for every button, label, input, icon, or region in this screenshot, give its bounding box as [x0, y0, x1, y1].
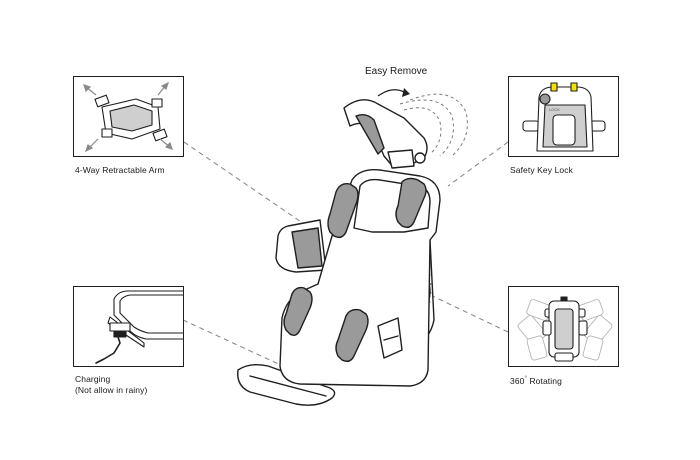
- easy-remove-label: Easy Remove: [365, 66, 428, 77]
- retractable-arm-panel: [73, 76, 184, 157]
- rotating-degree-mark: °: [524, 376, 527, 382]
- charging-note: (Not allow in rainy): [75, 385, 148, 395]
- rotating-label: 360° Rotating: [510, 374, 562, 387]
- leader-line-lock: [447, 141, 509, 187]
- charging-panel: [73, 286, 184, 367]
- charging-illustration: [95, 290, 183, 364]
- retractable-arm-illustration: [83, 81, 173, 153]
- leader-line-arm: [183, 141, 311, 229]
- charging-title: Charging: [75, 374, 111, 384]
- charging-label: Charging (Not allow in rainy): [75, 374, 147, 396]
- leader-line-rotating: [419, 289, 509, 333]
- rotating-panel: [508, 286, 619, 367]
- leader-line-charging: [182, 319, 297, 373]
- rotating-degree: 360: [510, 375, 525, 386]
- safety-lock-panel: LOCK: [508, 76, 619, 157]
- safety-lock-label: Safety Key Lock: [510, 165, 573, 175]
- safety-lock-illustration: LOCK: [522, 82, 606, 152]
- rotating-text: Rotating: [526, 375, 562, 386]
- lock-small-text: LOCK: [549, 107, 560, 112]
- rotating-illustration: [517, 296, 613, 362]
- retractable-arm-label: 4-Way Retractable Arm: [75, 165, 165, 175]
